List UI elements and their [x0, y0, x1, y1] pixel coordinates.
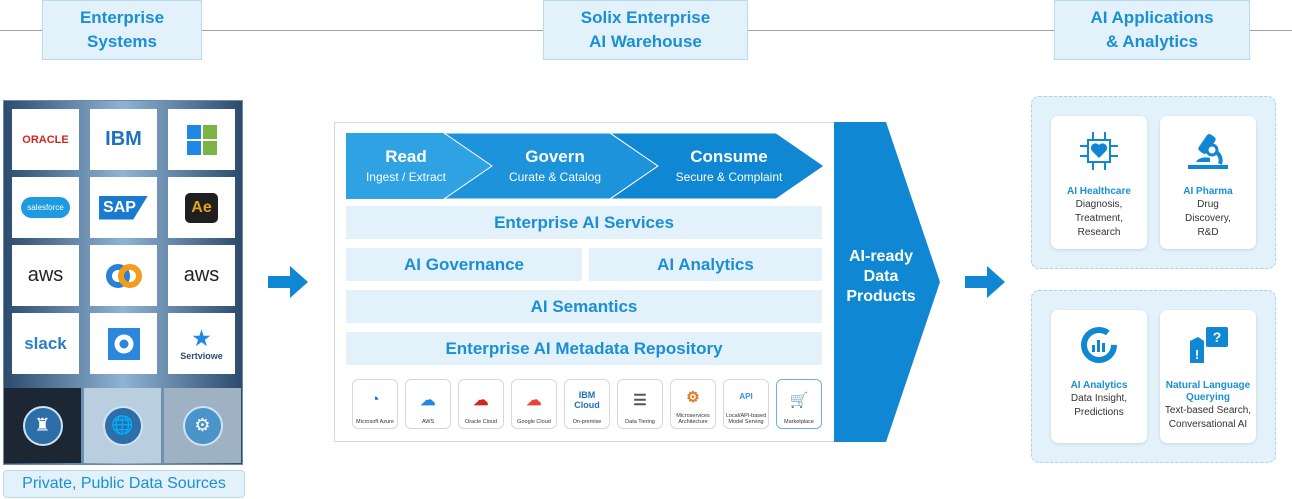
oracle-cloud-icon: ☁: [473, 391, 489, 409]
deploy-azure: ◔Microsoft Azure: [352, 379, 398, 429]
microscope-icon: [1160, 126, 1256, 176]
enterprise-ai-services: Enterprise AI Services: [346, 206, 822, 239]
microsoft-logo: [168, 109, 235, 170]
after-effects-logo: Ae: [168, 177, 235, 238]
analytics-donut-icon: [1051, 320, 1147, 370]
deploy-microservices: ⚙Microservices Architecture: [670, 379, 716, 429]
deploy-marketplace[interactable]: 🛒Marketplace: [776, 379, 822, 429]
cart-icon: 🛒: [789, 391, 809, 409]
chevron-consume: [609, 133, 824, 199]
microservices-icon: ⚙: [686, 388, 700, 406]
aws-cloud-icon: ☁: [420, 391, 436, 409]
aws-logo-2: aws: [168, 245, 235, 306]
azure-icon: ◔: [370, 391, 380, 408]
server-icon: ☰: [633, 391, 647, 409]
header-ai-applications: AI Applications & Analytics: [1054, 0, 1250, 60]
ai-semantics: AI Semantics: [346, 290, 822, 323]
globe-book-icon: 🌐: [102, 405, 143, 446]
ai-analytics-layer: AI Analytics: [589, 248, 822, 281]
handshake-icon: ⚙: [182, 405, 223, 446]
ibm-logo: IBM: [90, 109, 157, 170]
enterprise-systems-panel: ORACLE IBM salesforce SAP Ae aws aws sla…: [3, 100, 243, 465]
aws-logo: aws: [12, 245, 79, 306]
header-ai-warehouse: Solix Enterprise AI Warehouse: [543, 0, 748, 60]
right-arrow-icon: [268, 266, 308, 298]
data-sources-label: Private, Public Data Sources: [3, 470, 245, 498]
sertviowe-logo: ★Sertviowe: [168, 313, 235, 374]
api-cloud-icon: API: [739, 392, 753, 401]
salesforce-logo: salesforce: [12, 177, 79, 238]
ai-ready-data-products: AI-ready Data Products: [846, 248, 916, 305]
private-datacenter-image: ♜: [4, 388, 81, 463]
google-cloud-icon: ☁: [526, 391, 542, 409]
deploy-aws: ☁AWS: [405, 379, 451, 429]
svg-text:?: ?: [1213, 329, 1222, 345]
pipeline-chevrons: [346, 133, 824, 199]
chat-question-icon: ?!: [1160, 320, 1256, 370]
metadata-repository: Enterprise AI Metadata Repository: [346, 332, 822, 365]
header-enterprise-systems: Enterprise Systems: [42, 0, 202, 60]
chevron-read: [346, 133, 492, 199]
partner-image: ⚙: [164, 388, 241, 463]
slack-logo: slack: [12, 313, 79, 374]
chevron-govern: [443, 133, 659, 199]
heart-chip-icon: [1051, 126, 1147, 176]
deploy-google-cloud: ☁Google Cloud: [511, 379, 557, 429]
deploy-oracle-cloud: ☁Oracle Cloud: [458, 379, 504, 429]
sap-logo: SAP: [90, 177, 157, 238]
ai-governance: AI Governance: [346, 248, 582, 281]
right-arrow-icon-2: [965, 266, 1005, 298]
cloud-app-logo: [90, 245, 157, 306]
output-arrow: [834, 122, 940, 442]
deploy-data-tiering: ☰Data Tiering: [617, 379, 663, 429]
public-data-image: 🌐: [84, 388, 161, 463]
circle-app-logo: [90, 313, 157, 374]
svg-text:!: !: [1195, 347, 1199, 362]
castle-lock-icon: ♜: [22, 405, 63, 446]
oracle-logo: ORACLE: [12, 109, 79, 170]
ibm-cloud-icon: IBM Cloud: [574, 389, 600, 410]
